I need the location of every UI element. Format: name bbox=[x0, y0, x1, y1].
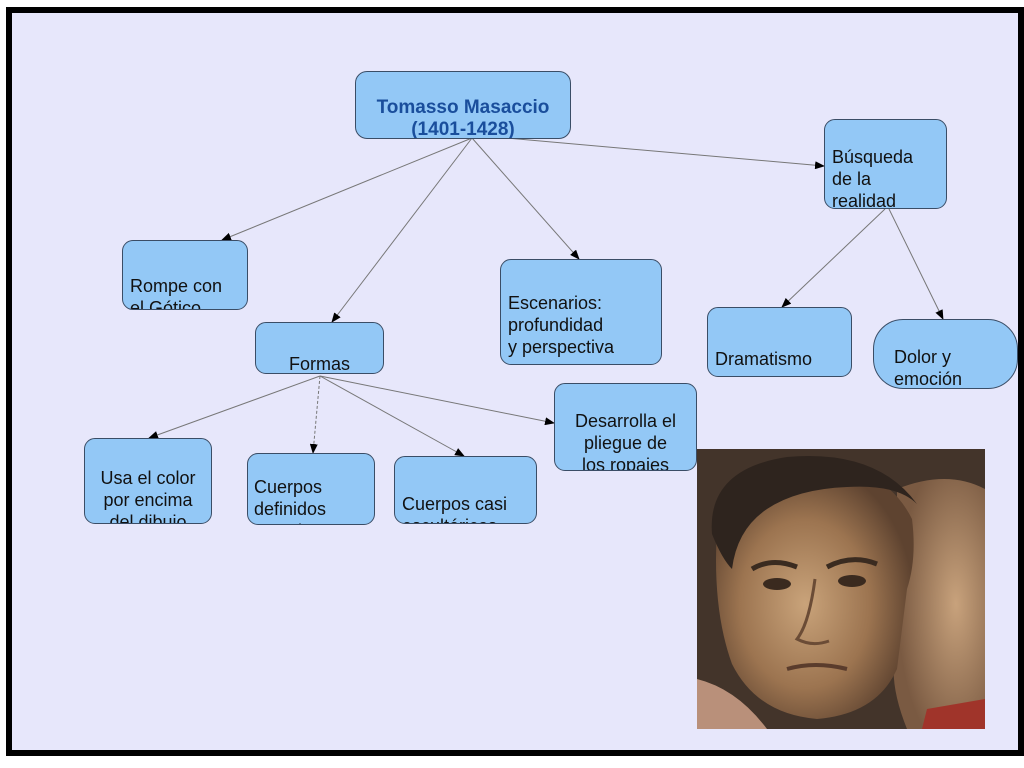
node-label: Desarrolla el pliegue de los ropajes bbox=[574, 411, 677, 471]
edge-formas-cuerpos-escult bbox=[319, 375, 465, 457]
node-usa-color: Usa el color por encima del dibujo bbox=[84, 438, 212, 524]
edge-formas-color bbox=[148, 375, 321, 439]
edge-formas-desarrolla bbox=[319, 375, 555, 426]
node-tomasso-masaccio: Tomasso Masaccio (1401-1428) bbox=[355, 71, 571, 139]
slide-frame: Tomasso Masaccio (1401-1428) Búsqueda de… bbox=[6, 7, 1024, 756]
edge-root-busqueda bbox=[471, 134, 825, 170]
edge-busqueda-dolor bbox=[888, 208, 944, 320]
edge-root-escenarios bbox=[471, 137, 580, 260]
masaccio-portrait-image bbox=[697, 449, 985, 729]
node-busqueda-realidad: Búsqueda de la realidad bbox=[824, 119, 947, 209]
node-dolor-emocion: Dolor y emoción bbox=[873, 319, 1018, 389]
node-label: Cuerpos casi escultóricos bbox=[402, 494, 508, 523]
node-label: Dolor y emoción bbox=[894, 347, 963, 389]
edge-busqueda-dramatismo bbox=[781, 208, 886, 308]
node-cuerpos-escultoricos: Cuerpos casi escultóricos bbox=[394, 456, 537, 524]
connector-layer bbox=[148, 134, 944, 457]
node-cuerpos-definidos: Cuerpos definidos en volumen bbox=[247, 453, 375, 525]
node-rompe-gotico: Rompe con el Gótico bbox=[122, 240, 248, 310]
node-dramatismo: Dramatismo bbox=[707, 307, 852, 377]
node-label: Formas bbox=[288, 354, 350, 374]
node-label: Rompe con el Gótico bbox=[130, 276, 223, 310]
node-desarrolla-pliegue: Desarrolla el pliegue de los ropajes bbox=[554, 383, 697, 471]
node-label: Usa el color por encima del dibujo bbox=[100, 468, 196, 524]
node-formas: Formas bbox=[255, 322, 384, 374]
node-label: Cuerpos definidos en volumen bbox=[254, 477, 347, 524]
node-label: Escenarios: profundidad y perspectiva bbox=[508, 293, 615, 357]
node-label: Búsqueda de la realidad bbox=[832, 147, 914, 209]
node-label: Dramatismo bbox=[715, 349, 813, 369]
edge-root-formas bbox=[331, 137, 473, 323]
edge-formas-cuerpos-def bbox=[309, 375, 321, 454]
node-label: Tomasso Masaccio (1401-1428) bbox=[376, 97, 550, 139]
edge-root-rompe bbox=[221, 137, 473, 241]
node-escenarios: Escenarios: profundidad y perspectiva bbox=[500, 259, 662, 365]
